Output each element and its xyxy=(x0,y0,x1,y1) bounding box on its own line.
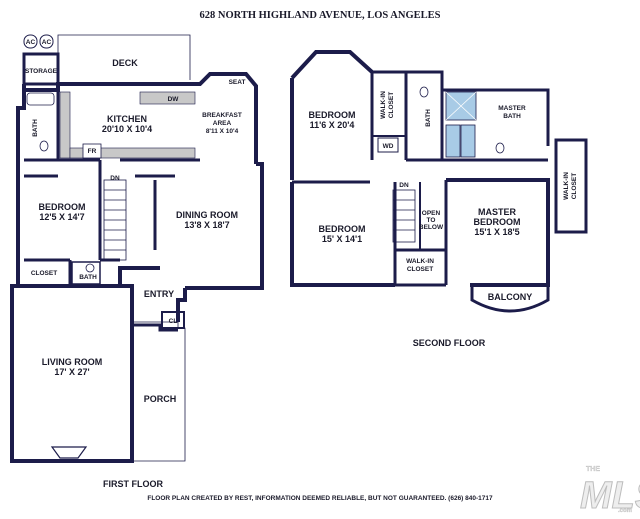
closet-cl xyxy=(161,311,185,329)
stairs-down-label: DN xyxy=(110,175,120,182)
cl-label: CL xyxy=(169,318,178,325)
master-bath-label: MASTER xyxy=(498,105,526,112)
open-to-below-label: TO xyxy=(427,217,436,224)
first-floor-labels: AC AC STORAGE DECK BATH KITCHEN 20'10 X … xyxy=(25,39,245,489)
counter xyxy=(139,91,196,105)
stairs xyxy=(103,179,127,261)
stairs-down-label: DN xyxy=(399,182,409,189)
master-bedroom-name: BEDROOM xyxy=(474,217,521,227)
bedroom-dimensions: 12'5 X 14'7 xyxy=(39,212,84,222)
storage-label: STORAGE xyxy=(25,68,58,75)
bedroom-name: BEDROOM xyxy=(39,202,86,212)
walk-in-closet-label: WALK-IN xyxy=(563,172,570,200)
counter xyxy=(59,91,71,159)
bath-label: BATH xyxy=(32,119,39,137)
bedroom-name: BEDROOM xyxy=(319,224,366,234)
dining-room-name: DINING ROOM xyxy=(176,210,238,220)
washer-dryer xyxy=(377,137,399,153)
svg-text:THE: THE xyxy=(586,466,600,473)
breakfast-dimensions: 8'11 X 10'4 xyxy=(206,128,239,135)
wall xyxy=(185,162,264,290)
counter xyxy=(69,147,196,159)
fridge-label: FR xyxy=(88,148,97,155)
master-bedroom-dimensions: 15'1 X 18'5 xyxy=(474,227,519,237)
walk-in-closet-label: WALK-IN xyxy=(380,91,387,119)
first-floor xyxy=(10,34,264,463)
bathtub xyxy=(445,124,461,158)
deck-outline xyxy=(57,34,191,84)
balcony xyxy=(470,285,550,313)
toilet xyxy=(495,142,505,154)
kitchen-name: KITCHEN xyxy=(107,114,147,124)
walk-in-closet xyxy=(554,138,588,234)
wall xyxy=(290,50,374,80)
svg-text:MLS: MLS xyxy=(580,475,640,517)
dishwasher-label: DW xyxy=(168,96,180,103)
stairs xyxy=(392,189,416,243)
ac-label: AC xyxy=(42,39,52,46)
second-floor xyxy=(290,50,588,313)
walk-in-closet-label: WALK-IN xyxy=(406,258,434,265)
bathtub xyxy=(460,124,476,158)
toilet xyxy=(39,140,49,152)
master-bedroom-name: MASTER xyxy=(478,207,517,217)
breakfast-label: AREA xyxy=(213,120,232,127)
porch-outline xyxy=(132,321,186,462)
first-floor-caption: FIRST FLOOR xyxy=(103,479,163,489)
wall xyxy=(24,72,258,164)
open-to-below-label: BELOW xyxy=(419,224,444,231)
kitchen-dimensions: 20'10 X 10'4 xyxy=(102,124,152,134)
fridge xyxy=(82,143,102,159)
toilet xyxy=(419,86,429,98)
bathtub xyxy=(26,92,55,106)
wall xyxy=(16,84,26,286)
wall xyxy=(406,70,550,146)
mls-logo: THE MLS .com xyxy=(580,466,640,518)
ac-unit xyxy=(39,34,54,49)
wall xyxy=(290,182,395,287)
porch-label: PORCH xyxy=(144,394,177,404)
svg-text:.com: .com xyxy=(618,508,632,514)
wall xyxy=(446,178,550,287)
disclaimer-footer: FLOOR PLAN CREATED BY REST, INFORMATION … xyxy=(147,495,493,502)
open-to-below-label: OPEN xyxy=(422,210,441,217)
living-room-walls xyxy=(10,284,134,463)
wall xyxy=(132,323,178,332)
master-bath-label: BATH xyxy=(503,113,521,120)
bath-label: BATH xyxy=(425,109,432,127)
living-room-dimensions: 17' X 27' xyxy=(54,367,89,377)
dining-room-dimensions: 13'8 X 18'7 xyxy=(184,220,229,230)
entry-label: ENTRY xyxy=(144,289,174,299)
ac-label: AC xyxy=(26,39,36,46)
bedroom-name: BEDROOM xyxy=(309,110,356,120)
ac-unit xyxy=(23,34,38,49)
second-floor-labels: BEDROOM 11'6 X 20'4 WALK-IN CLOSET BATH … xyxy=(309,91,579,348)
deck-label: DECK xyxy=(112,58,138,68)
closet-label: CLOSET xyxy=(31,270,57,277)
wd-label: WD xyxy=(383,143,394,150)
fireplace xyxy=(50,446,88,459)
walk-in-closet-label: CLOSET xyxy=(407,266,433,273)
living-room-name: LIVING ROOM xyxy=(42,357,103,367)
bedroom-dimensions: 15' X 14'1 xyxy=(322,234,362,244)
walk-in-closet-label: CLOSET xyxy=(571,173,578,199)
bedroom-dimensions: 11'6 X 20'4 xyxy=(310,120,355,130)
bath-label: BATH xyxy=(79,274,97,281)
second-floor-caption: SECOND FLOOR xyxy=(413,338,486,348)
breakfast-label: BREAKFAST xyxy=(202,112,242,119)
plan-title: 628 NORTH HIGHLAND AVENUE, LOS ANGELES xyxy=(200,10,441,21)
walk-in-closet-label: CLOSET xyxy=(388,92,395,118)
seat-label: SEAT xyxy=(229,79,246,86)
toilet xyxy=(85,263,95,273)
balcony-label: BALCONY xyxy=(488,292,533,302)
